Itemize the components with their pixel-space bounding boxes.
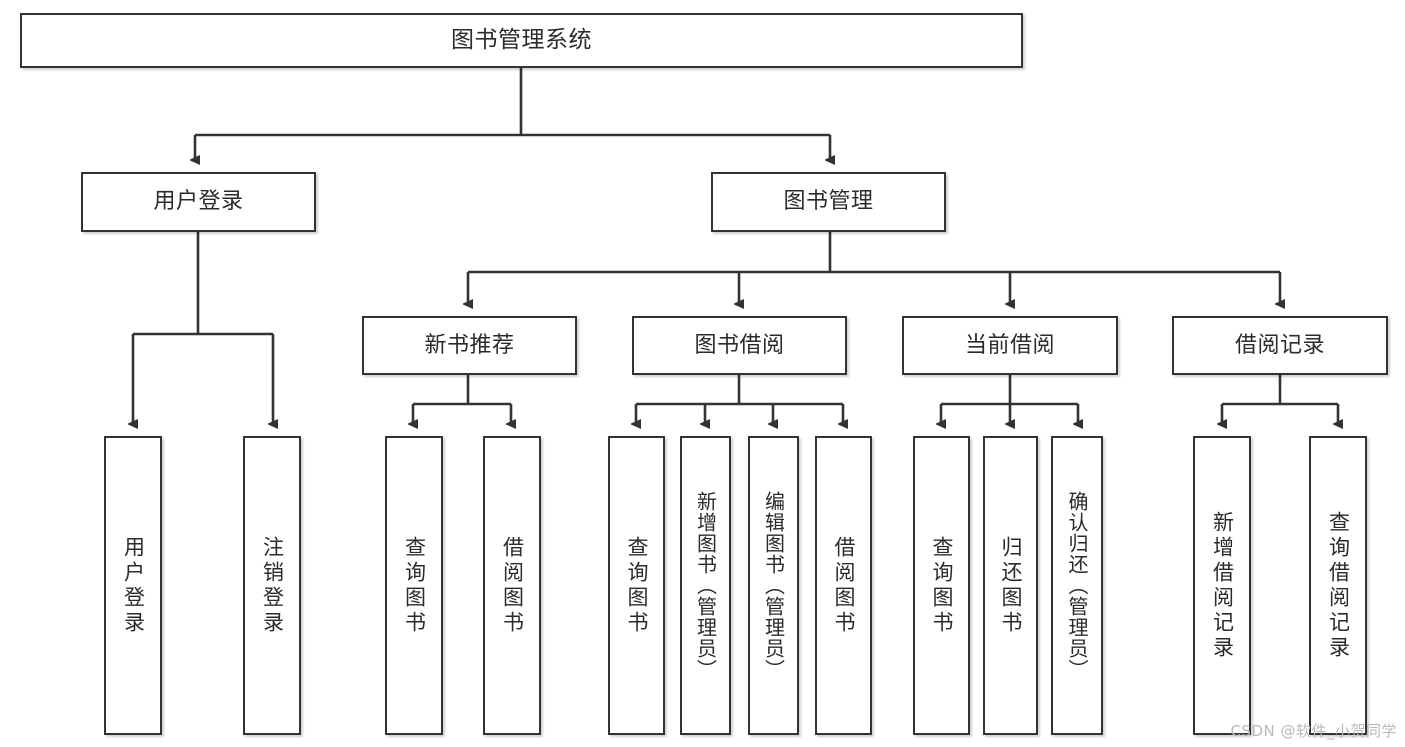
node-label: 借阅记录	[1234, 332, 1325, 358]
node-label: 查询图书	[402, 535, 427, 636]
node-label: 借阅图书	[500, 535, 525, 636]
node-new-book-recommend[interactable]: 新书推荐	[362, 316, 577, 375]
node-label: 图书管理系统	[451, 26, 592, 53]
leaf-user-login-login[interactable]: 用户登录	[104, 436, 162, 735]
leaf-current-query-book[interactable]: 查询图书	[913, 436, 970, 735]
leaf-current-return-book[interactable]: 归还图书	[983, 436, 1038, 735]
node-borrow-record[interactable]: 借阅记录	[1172, 316, 1388, 375]
node-label: 归还图书	[999, 535, 1023, 636]
node-label: 注销登录	[260, 535, 285, 636]
node-current-borrow[interactable]: 当前借阅	[902, 316, 1118, 375]
node-label: 新增图书（管理员）	[693, 491, 718, 680]
node-book-borrow[interactable]: 图书借阅	[632, 316, 847, 375]
leaf-borrow-borrow-book[interactable]: 借阅图书	[815, 436, 872, 735]
node-label: 查询图书	[625, 535, 649, 636]
leaf-record-query-record[interactable]: 查询借阅记录	[1309, 436, 1367, 735]
node-label: 确认归还（管理员）	[1065, 491, 1089, 680]
leaf-borrow-edit-book-admin[interactable]: 编辑图书（管理员）	[748, 436, 799, 735]
leaf-new-book-query-book[interactable]: 查询图书	[385, 436, 443, 735]
node-label: 图书管理	[783, 189, 874, 215]
node-label: 查询图书	[930, 535, 954, 636]
watermark-text: CSDN @软件_小贺同学	[1230, 722, 1397, 740]
leaf-borrow-add-book-admin[interactable]: 新增图书（管理员）	[680, 436, 731, 735]
leaf-new-book-borrow-book[interactable]: 借阅图书	[483, 436, 541, 735]
leaf-borrow-query-book[interactable]: 查询图书	[608, 436, 665, 735]
node-book-management[interactable]: 图书管理	[711, 172, 946, 232]
node-label: 借阅图书	[832, 535, 856, 636]
node-label: 新增借阅记录	[1210, 510, 1235, 661]
leaf-current-confirm-return-admin[interactable]: 确认归还（管理员）	[1051, 436, 1103, 735]
node-label: 查询借阅记录	[1326, 510, 1351, 661]
node-root-system[interactable]: 图书管理系统	[20, 13, 1023, 68]
node-label: 用户登录	[121, 535, 146, 636]
node-label: 编辑图书（管理员）	[761, 491, 786, 680]
node-label: 用户登录	[153, 189, 244, 215]
node-label: 当前借阅	[964, 332, 1055, 358]
leaf-user-login-logout[interactable]: 注销登录	[243, 436, 301, 735]
node-label: 图书借阅	[694, 332, 785, 358]
node-label: 新书推荐	[424, 332, 515, 358]
node-user-login[interactable]: 用户登录	[81, 172, 316, 232]
leaf-record-add-record[interactable]: 新增借阅记录	[1193, 436, 1251, 735]
